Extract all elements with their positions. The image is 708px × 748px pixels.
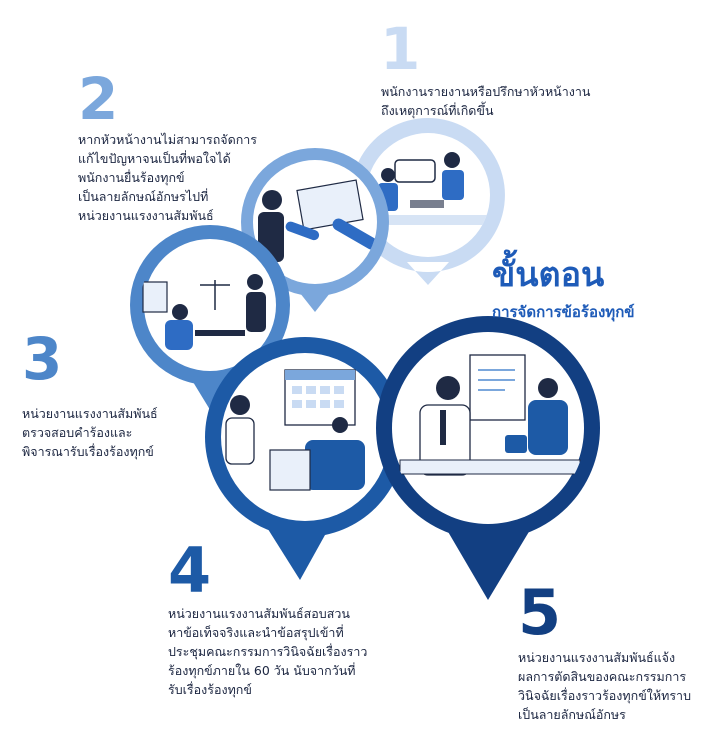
- step-4-number: 4: [168, 534, 212, 607]
- step-3-text: หน่วยงานแรงงานสัมพันธ์ ตรวจสอบคำร้องและ …: [22, 406, 158, 459]
- step-4-text: หน่วยงานแรงงานสัมพันธ์สอบสวน หาข้อเท็จจร…: [168, 606, 368, 697]
- pin-step-5: [376, 316, 600, 600]
- pin-step-2: [241, 148, 389, 312]
- decision-meeting-illustration: [399, 354, 581, 476]
- diagram-title: ขั้นตอน: [492, 255, 605, 295]
- document-handover-illustration: [258, 179, 377, 262]
- calendar-review-illustration: [225, 369, 365, 491]
- step-1-number: 1: [380, 15, 421, 83]
- step-1-text: พนักงานรายงานหรือปรึกษาหัวหน้างาน ถึงเหต…: [381, 84, 591, 118]
- office-work-illustration: [142, 274, 266, 350]
- step-2-text: หากหัวหน้างานไม่สามารถจัดการ แก้ไขปัญหาจ…: [78, 132, 258, 223]
- step-5-number: 5: [518, 576, 562, 649]
- step-2-number: 2: [78, 65, 119, 133]
- pin-step-4: [205, 337, 405, 580]
- step-3-number: 3: [22, 325, 63, 393]
- step-5-text: หน่วยงานแรงงานสัมพันธ์แจ้ง ผลการตัดสินขอ…: [518, 650, 692, 722]
- diagram-subtitle: การจัดการข้อร้องทุกข์: [492, 303, 635, 321]
- pin-step-3: [130, 225, 290, 418]
